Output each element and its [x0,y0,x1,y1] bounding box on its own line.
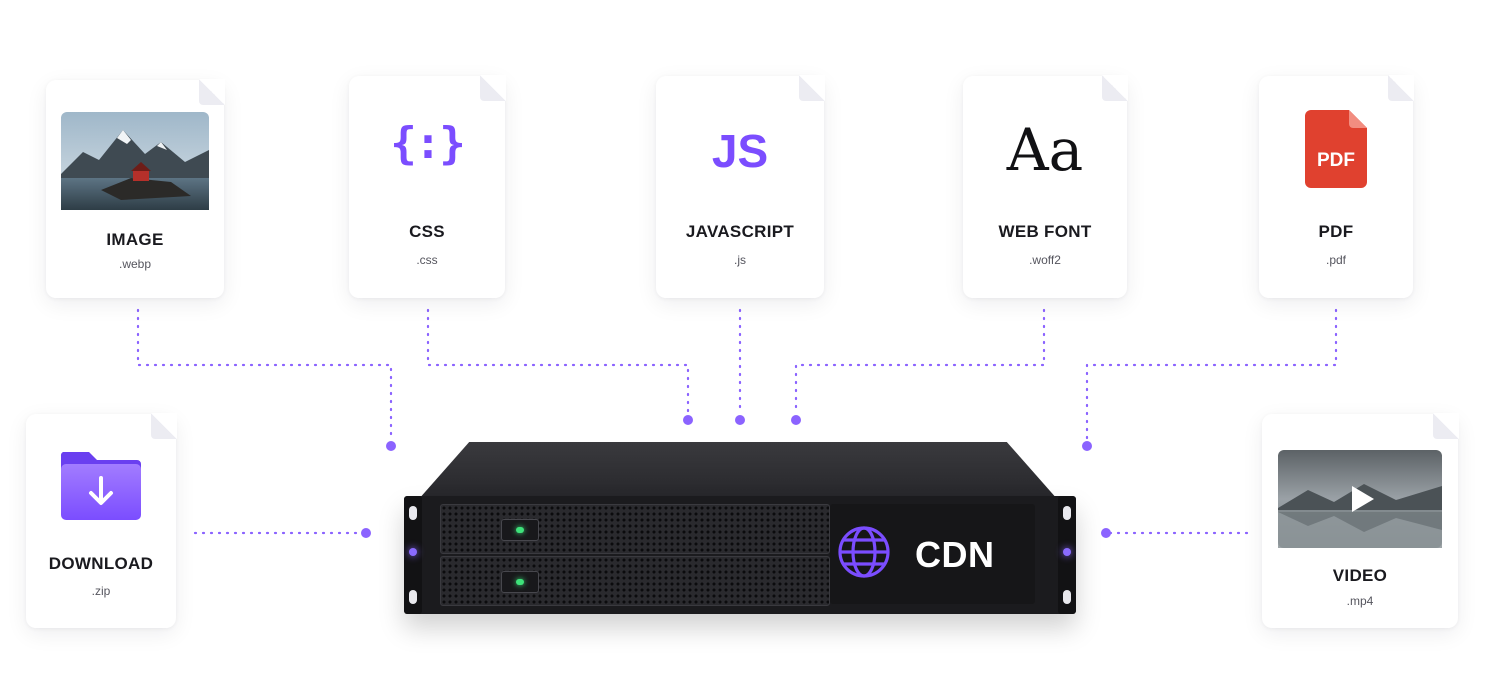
drive-handle [501,571,539,593]
drive-led-icon [516,579,524,585]
server-top-panel [418,442,1058,500]
cdn-server: CDN [400,442,1080,632]
file-extension: .webp [118,257,152,271]
file-label: DOWNLOAD [48,554,154,573]
drive-bay-bottom [440,556,830,606]
server-left-ear [404,496,422,614]
video-thumbnail-icon [1278,450,1442,553]
file-extension: .js [734,253,746,267]
server-label: CDN [915,534,995,575]
file-card-pdf: PDF PDF .pdf [1259,75,1414,298]
landscape-thumbnail-icon [61,112,209,215]
connector-css [426,308,690,416]
file-extension: .mp4 [1346,594,1374,608]
file-extension: .css [416,253,438,267]
file-label: VIDEO [1332,566,1388,585]
node-javascript [735,415,745,425]
file-label: WEB FONT [998,222,1092,241]
play-icon [1352,486,1374,512]
pdf-document-icon: PDF [1305,110,1367,188]
drive-led-icon [516,527,524,533]
file-extension: .woff2 [1029,253,1061,267]
drive-bay-top [440,504,830,554]
file-label: IMAGE [106,230,164,249]
file-card-css: {:} CSS .css [349,75,506,298]
file-label: CSS [409,222,445,241]
file-card-image: IMAGE .webp [46,79,225,298]
server-right-ear [1058,496,1076,614]
curly-braces-icon: {:} [390,118,465,169]
js-icon: JS [711,125,769,177]
font-aa-icon: Aa [1006,116,1084,184]
server-label-panel [830,504,1035,604]
node-download [361,528,371,538]
file-card-javascript: JS JAVASCRIPT .js [656,75,825,298]
connector-webfont [794,308,1046,416]
file-extension: .zip [91,584,111,598]
file-label: JAVASCRIPT [685,222,795,241]
file-card-download: DOWNLOAD .zip [26,413,177,628]
file-card-webfont: Aa WEB FONT .woff2 [963,75,1128,298]
connector-image [136,308,393,442]
file-card-video: VIDEO .mp4 [1262,413,1459,628]
node-image [386,441,396,451]
globe-icon [836,524,892,585]
node-css [683,415,693,425]
node-pdf [1082,441,1092,451]
download-folder-icon [59,450,143,527]
node-video [1101,528,1111,538]
node-webfont [791,415,801,425]
drive-handle [501,519,539,541]
file-extension: .pdf [1325,253,1346,267]
file-label: PDF [1318,222,1354,241]
status-led [1063,548,1071,556]
status-led [409,548,417,556]
